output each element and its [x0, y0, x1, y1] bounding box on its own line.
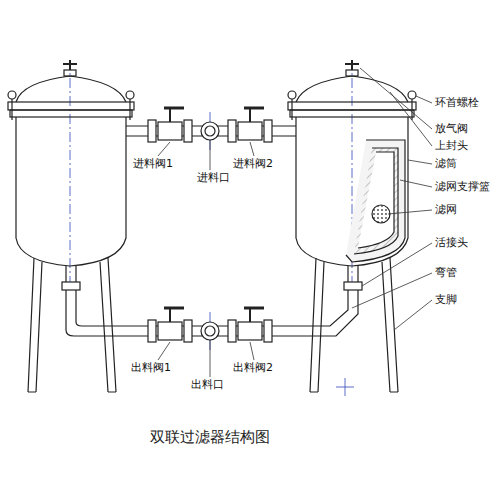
part-label: 滤筒: [434, 157, 458, 170]
part-label: 环首螺栓: [434, 96, 480, 109]
valve-label: 进料阀2: [232, 157, 274, 170]
valve-label: 进料阀1: [132, 157, 174, 170]
port-label: 出料口: [190, 378, 225, 391]
part-label: 放气阀: [434, 122, 469, 135]
part-label: 滤网: [434, 203, 458, 216]
part-label: 支脚: [434, 293, 458, 306]
outlet-manifold: [62, 266, 362, 342]
part-label: 活接头: [434, 236, 469, 249]
inlet-manifold: [126, 108, 296, 142]
part-label: 滤网支撑篮: [434, 180, 491, 193]
figure-caption: 双联过滤器结构图: [150, 428, 270, 447]
leader-lines: [158, 68, 432, 377]
part-label: 弯管: [434, 266, 458, 279]
valve-label: 出料阀2: [232, 361, 274, 374]
part-label: 上封头: [434, 139, 469, 152]
left-filter-vessel: [8, 60, 134, 266]
valve-label: 出料阀1: [130, 361, 172, 374]
port-label: 进料口: [196, 171, 231, 184]
support-legs: [28, 258, 398, 392]
right-filter-vessel: [288, 60, 416, 266]
